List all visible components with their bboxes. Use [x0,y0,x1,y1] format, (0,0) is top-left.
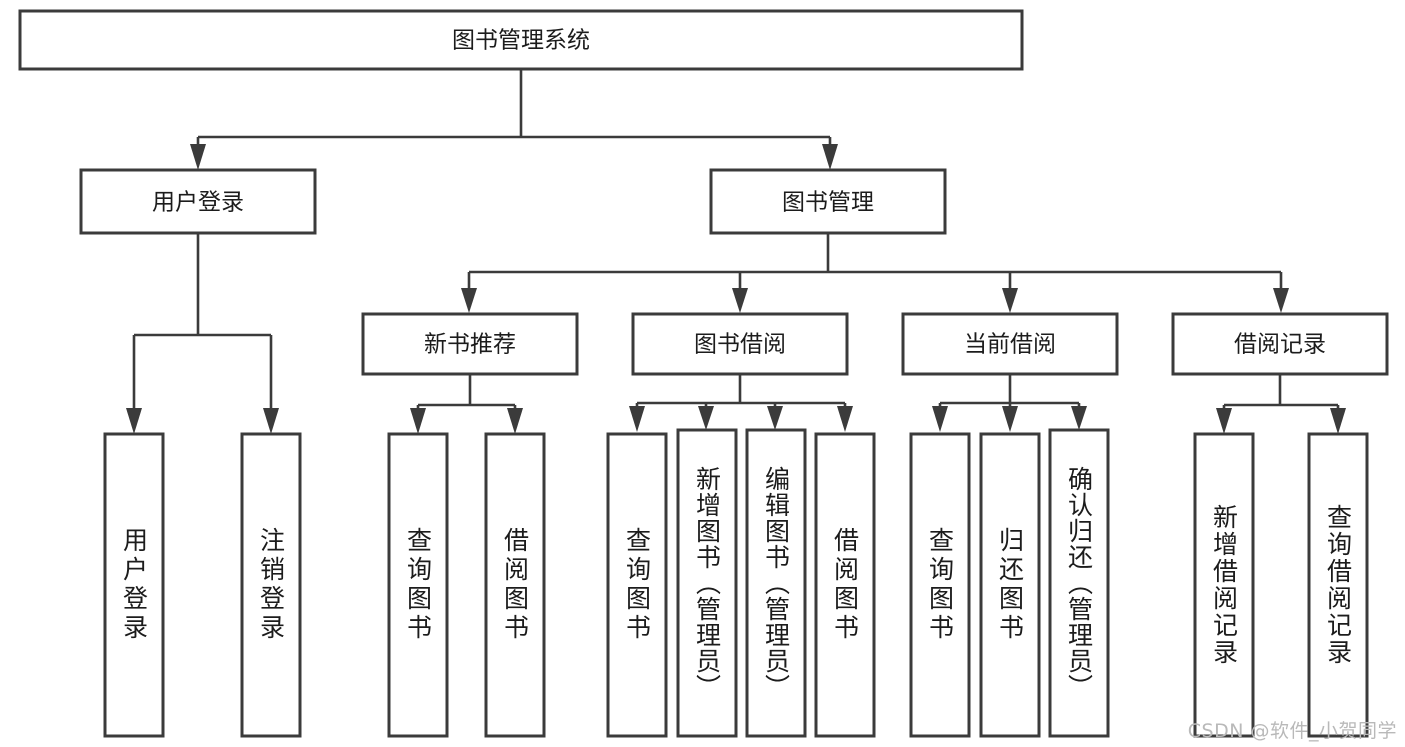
node-book-borrow-label: 图书借阅 [694,332,786,358]
arrowhead-bookmgmt-to-newbook [461,288,477,313]
node-book-mgmt-label: 图书管理 [782,190,874,216]
leaf-new-book-1-box[interactable] [387,432,449,738]
arrowhead-newbook-leaf-2 [507,408,523,434]
node-root-box[interactable] [18,9,1024,71]
arrowhead-bookmgmt-to-borrow [732,288,748,313]
leaf-book-borrow-3-box[interactable] [745,428,807,738]
watermark-text: CSDN @软件_小贺同学 [1187,720,1397,742]
leaf-borrow-record-1-box[interactable] [1193,432,1255,738]
arrowhead-currentborrow-leaf-3 [1071,406,1087,430]
arrowhead-newbook-leaf-1 [410,408,426,434]
arrowhead-borrowrecord-leaf-2 [1330,408,1346,434]
leaf-current-borrow-2-box[interactable] [979,432,1041,738]
leaf-new-book-2-box[interactable] [484,432,546,738]
leaf-book-borrow-1-box[interactable] [606,432,668,738]
node-borrow-record-box[interactable] [1171,312,1389,376]
arrowhead-bookborrow-leaf-4 [837,406,853,432]
arrowhead-root-to-book-mgmt [822,144,838,170]
arrowhead-bookmgmt-to-record [1273,288,1289,313]
arrowhead-borrowrecord-leaf-1 [1216,408,1232,434]
arrowhead-root-to-user-login [190,144,206,170]
leaf-book-borrow-2-box[interactable] [676,428,738,738]
node-book-borrow-box[interactable] [631,312,849,376]
node-root-label: 图书管理系统 [452,28,590,54]
arrowhead-currentborrow-leaf-2 [1002,406,1018,432]
leaf-borrow-record-2-box[interactable] [1307,432,1369,738]
arrowhead-userlogin-leaf-1 [126,408,142,434]
node-current-borrow-box[interactable] [901,312,1119,376]
node-new-book-box[interactable] [361,312,579,376]
leaf-book-borrow-4-box[interactable] [814,432,876,738]
leaf-current-borrow-3-box[interactable] [1048,428,1110,738]
node-new-book-label: 新书推荐 [424,332,516,358]
node-current-borrow-label: 当前借阅 [964,332,1056,358]
node-book-mgmt-box[interactable] [709,168,947,235]
arrowhead-bookmgmt-to-current [1002,288,1018,313]
arrowhead-userlogin-leaf-2 [263,408,279,434]
node-user-login-label: 用户登录 [152,190,244,216]
leaf-user-login-2-box[interactable] [240,432,302,738]
node-borrow-record-label: 借阅记录 [1234,332,1326,358]
arrowhead-bookborrow-leaf-2 [698,406,714,430]
arrowhead-bookborrow-leaf-3 [767,406,783,430]
leaf-user-login-1-box[interactable] [103,432,165,738]
arrowhead-bookborrow-leaf-1 [629,406,645,432]
arrowhead-currentborrow-leaf-1 [932,406,948,432]
leaf-current-borrow-1-box[interactable] [909,432,971,738]
